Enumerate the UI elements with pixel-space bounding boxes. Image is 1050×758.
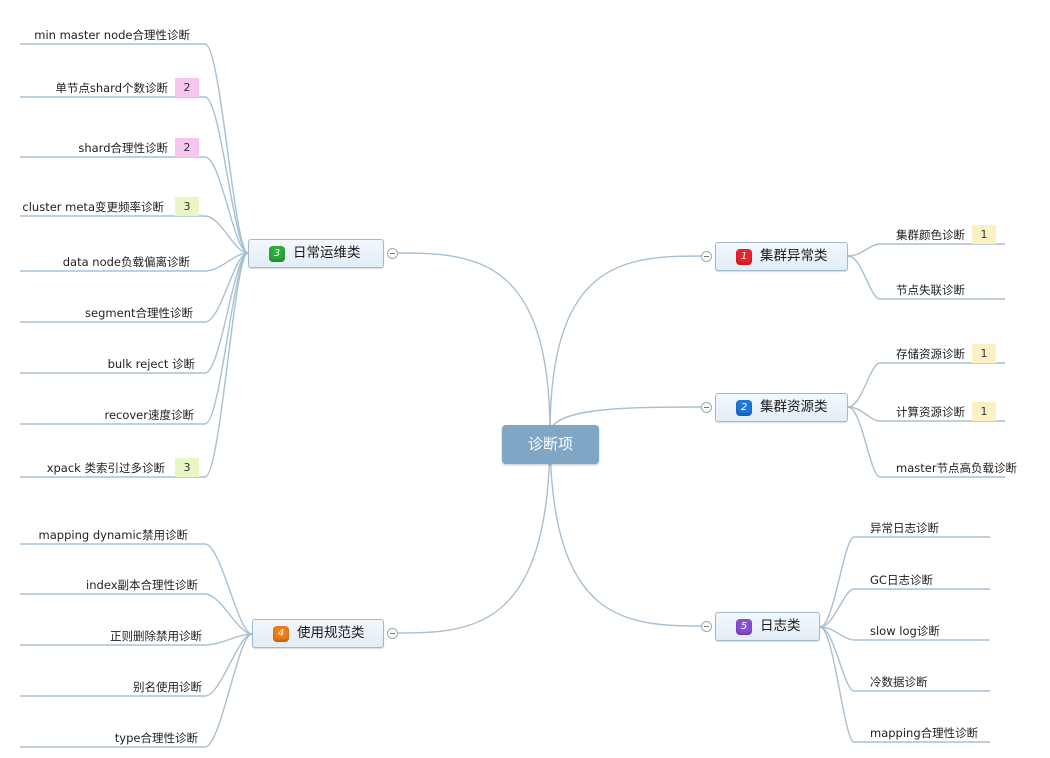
leaf-topic[interactable]: 节点失联诊断 [896,283,965,297]
leaf-connector [20,633,253,748]
leaf-topic[interactable]: slow log诊断 [870,624,940,638]
leaf-connector [20,96,249,254]
branch-b3[interactable]: 3 日常运维类 [248,239,384,268]
collapse-toggle-icon[interactable] [701,621,712,632]
leaf-topic[interactable]: 冷数据诊断 [870,675,928,689]
branch-label: 使用规范类 [297,625,365,641]
leaf-connector [847,406,1005,422]
leaf-topic[interactable]: type合理性诊断 [114,731,198,745]
branch-label: 集群异常类 [760,248,828,264]
priority-badge: 3 [175,458,199,477]
leaf-connector [20,215,249,254]
leaf-topic[interactable]: mapping合理性诊断 [870,726,979,740]
leaf-topic[interactable]: index副本合理性诊断 [86,578,198,592]
collapse-toggle-icon[interactable] [387,248,398,259]
leaf-connector [847,255,1005,300]
leaf-topic[interactable]: 单节点shard个数诊断 [55,81,168,95]
leaf-connector [847,243,1005,257]
leaf-connector [847,362,1005,408]
branch-connector [391,433,551,634]
branch-connector [549,433,708,627]
leaf-connector [819,626,990,743]
leaf-topic[interactable]: GC日志诊断 [870,573,933,587]
leaf-connector [20,252,249,374]
branch-b2[interactable]: 2 集群资源类 [715,393,848,422]
leaf-connector [20,593,253,635]
leaf-topic[interactable]: data node负载偏离诊断 [62,255,190,269]
leaf-connector [20,543,253,635]
branch-connector [391,252,551,435]
priority-badge: 1 [972,225,996,244]
leaf-topic[interactable]: 异常日志诊断 [870,521,939,535]
leaf-connector [819,536,990,628]
leaf-connector [819,588,990,628]
branch-connector [549,255,708,435]
leaf-connector [20,156,249,254]
leaf-topic[interactable]: 集群颜色诊断 [896,228,965,242]
leaf-connector [20,633,253,697]
collapse-toggle-icon[interactable] [701,402,712,413]
leaf-connector [20,252,249,272]
priority-badge: 1 [972,402,996,421]
branch-label: 日常运维类 [293,245,361,261]
leaf-connector [20,252,249,425]
central-topic[interactable]: 诊断项 [502,425,599,464]
leaf-topic[interactable]: 计算资源诊断 [896,405,965,419]
leaf-topic[interactable]: 存储资源诊断 [896,347,965,361]
leaf-connector [20,43,249,254]
branch-label: 日志类 [760,618,801,634]
leaf-topic[interactable]: bulk reject 诊断 [107,357,195,371]
branch-number-icon: 1 [736,249,752,265]
branch-number-icon: 5 [736,619,752,635]
leaf-topic[interactable]: xpack 类索引过多诊断 [46,461,165,475]
branch-b4[interactable]: 4 使用规范类 [252,619,384,648]
branch-number-icon: 2 [736,400,752,416]
leaf-connector [20,252,249,478]
priority-badge: 2 [175,78,199,97]
leaf-connector [20,252,249,323]
leaf-topic[interactable]: 别名使用诊断 [133,680,202,694]
branch-number-icon: 3 [269,246,285,262]
leaf-topic[interactable]: recover速度诊断 [104,408,194,422]
branch-label: 集群资源类 [760,399,828,415]
leaf-topic[interactable]: shard合理性诊断 [78,141,168,155]
branch-number-icon: 4 [273,626,289,642]
leaf-topic[interactable]: 正则删除禁用诊断 [110,629,202,643]
branch-b5[interactable]: 5 日志类 [715,612,820,641]
leaf-connector [819,626,990,692]
leaf-topic[interactable]: master节点高负载诊断 [896,461,1018,475]
collapse-toggle-icon[interactable] [387,628,398,639]
collapse-toggle-icon[interactable] [701,251,712,262]
leaf-connector [847,406,1005,478]
leaf-connector [819,626,990,641]
leaf-topic[interactable]: cluster meta变更频率诊断 [22,200,164,214]
leaf-topic[interactable]: min master node合理性诊断 [34,28,190,42]
priority-badge: 3 [175,197,199,216]
leaf-connector [20,633,253,646]
priority-badge: 1 [972,344,996,363]
leaf-topic[interactable]: segment合理性诊断 [85,306,193,320]
priority-badge: 2 [175,138,199,157]
leaf-topic[interactable]: mapping dynamic禁用诊断 [38,528,188,542]
branch-b1[interactable]: 1 集群异常类 [715,242,848,271]
